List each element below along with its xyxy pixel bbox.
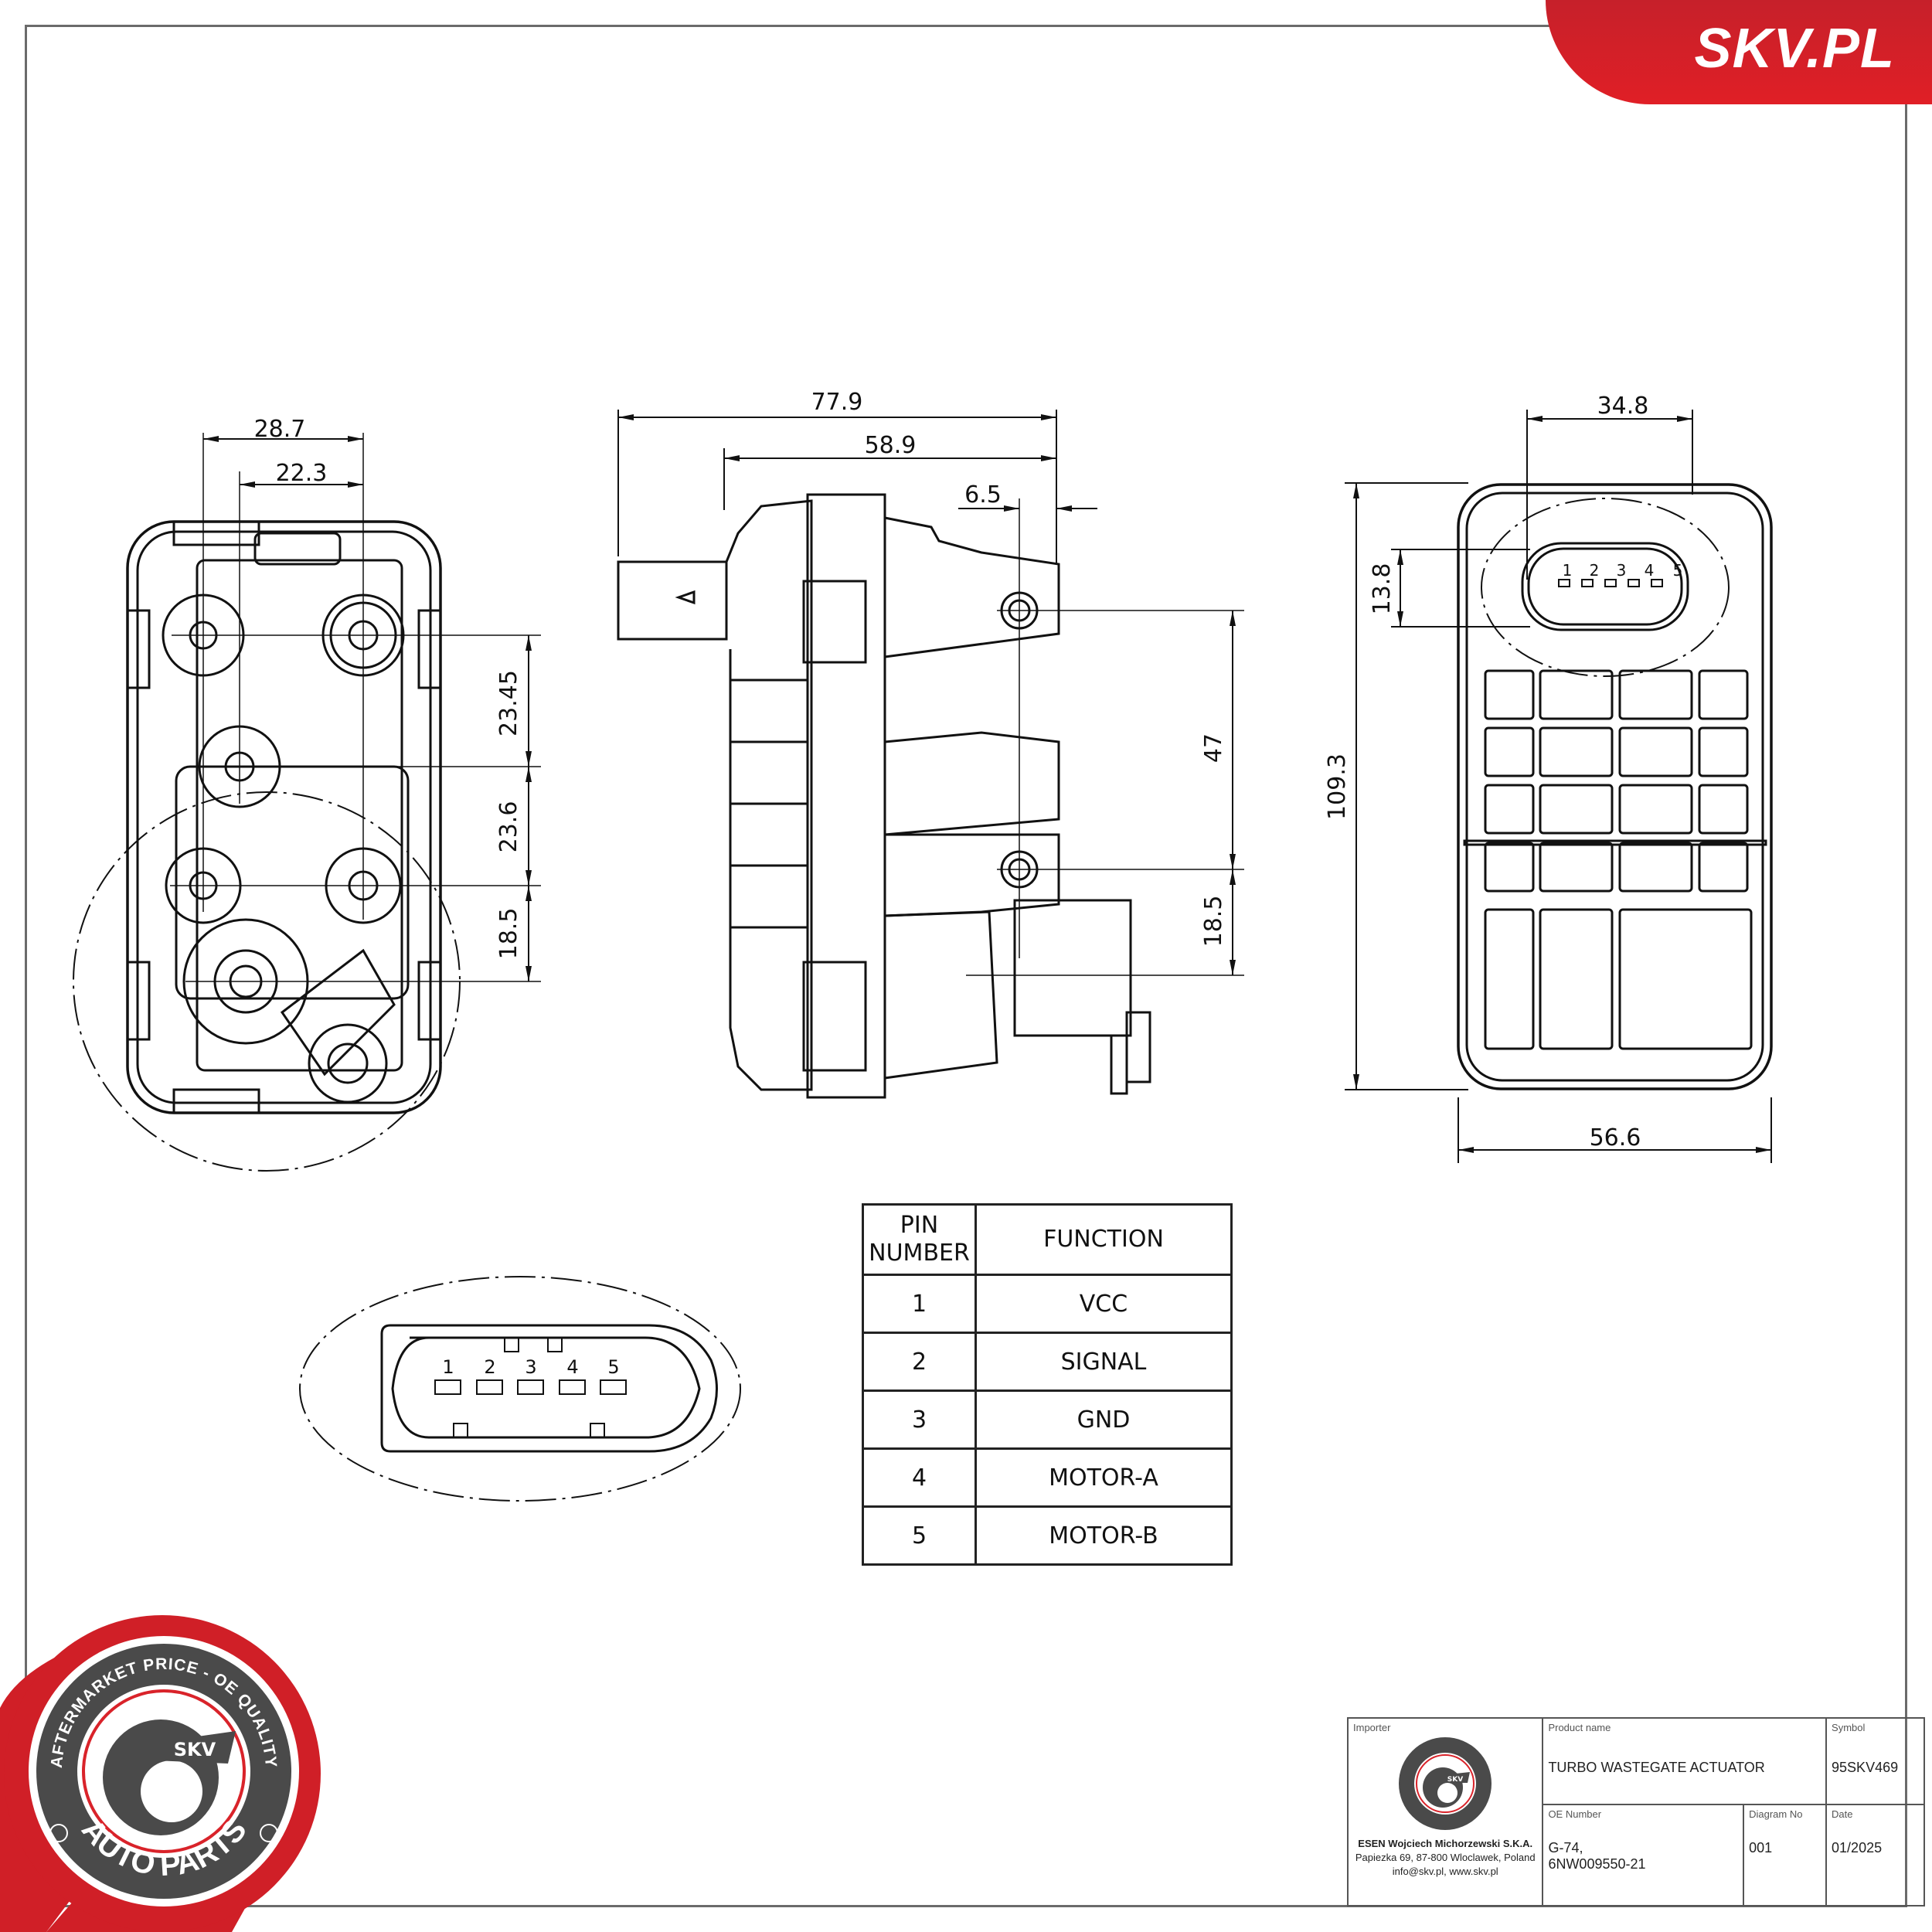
- pin-function: MOTOR-A: [975, 1447, 1233, 1508]
- svg-text:5: 5: [607, 1356, 619, 1378]
- skv-stamp-small: SKV: [1399, 1737, 1492, 1830]
- table-row: 5 MOTOR-B: [862, 1505, 1233, 1566]
- table-row: 1 VCC: [862, 1274, 1233, 1334]
- table-row: 3 GND: [862, 1389, 1233, 1450]
- importer-cell: Importer SKV ESEN Wojciech Michorzewski …: [1346, 1717, 1544, 1906]
- svg-text:2: 2: [484, 1356, 495, 1378]
- svg-text:SKV: SKV: [174, 1739, 216, 1760]
- pin-number: 2: [862, 1332, 977, 1392]
- table-row: 2 SIGNAL: [862, 1332, 1233, 1392]
- symbol-label: Symbol: [1832, 1722, 1866, 1733]
- dim-back-56-6: 56.6: [1590, 1124, 1641, 1151]
- pin-function-table: PIN NUMBER FUNCTION 1 VCC 2 SIGNAL 3 GND…: [862, 1203, 1233, 1566]
- svg-text:SKV: SKV: [1447, 1776, 1463, 1784]
- svg-text:5: 5: [1673, 561, 1683, 580]
- function-header: FUNCTION: [975, 1203, 1233, 1276]
- title-block: Importer SKV ESEN Wojciech Michorzewski …: [1346, 1716, 1925, 1906]
- diagram-no: 001: [1749, 1840, 1773, 1856]
- pin-function: VCC: [975, 1274, 1233, 1334]
- dim-side-77-9: 77.9: [811, 389, 863, 416]
- diagram-no-cell: Diagram No 001: [1743, 1804, 1828, 1906]
- dim-front-18-5: 18.5: [495, 908, 522, 960]
- svg-text:3: 3: [1617, 561, 1627, 580]
- pin-number-header: PIN NUMBER: [862, 1203, 977, 1276]
- dim-back-34-8: 34.8: [1597, 393, 1649, 420]
- product-name-label: Product name: [1548, 1722, 1611, 1733]
- dim-front-22-3: 22.3: [276, 460, 328, 487]
- date-cell: Date 01/2025: [1825, 1804, 1925, 1906]
- dim-front-23-6: 23.6: [495, 801, 522, 853]
- pin-number: 3: [862, 1389, 977, 1450]
- importer-address: Papiezka 69, 87-800 Wloclawek, Poland: [1355, 1852, 1536, 1863]
- oe-number: G-74, 6NW009550-21: [1548, 1840, 1646, 1872]
- dim-side-47: 47: [1200, 733, 1227, 763]
- pin-number: 4: [862, 1447, 977, 1508]
- svg-text:2: 2: [1590, 561, 1600, 580]
- side-view: [617, 493, 1244, 1099]
- dim-front-23-45: 23.45: [495, 670, 522, 736]
- importer-name: ESEN Wojciech Michorzewski S.K.A.: [1358, 1838, 1533, 1849]
- dim-back-109-3: 109.3: [1324, 753, 1351, 820]
- brand-tab: SKV.PL: [1546, 0, 1932, 104]
- importer-label: Importer: [1353, 1722, 1391, 1733]
- skv-stamp-large: SKV AFTERMARKET PRICE - OE QUALITY AUTO …: [0, 1615, 321, 1932]
- pin-function: SIGNAL: [975, 1332, 1233, 1392]
- oe-number-cell: OE Number G-74, 6NW009550-21: [1542, 1804, 1745, 1906]
- importer-contact: info@skv.pl, www.skv.pl: [1392, 1866, 1498, 1877]
- date-label: Date: [1832, 1808, 1853, 1821]
- date: 01/2025: [1832, 1840, 1883, 1856]
- connector-detail: [299, 1276, 741, 1502]
- pin-table-header: PIN NUMBER FUNCTION: [862, 1203, 1233, 1276]
- oe-number-label: OE Number: [1548, 1808, 1602, 1821]
- back-view: [1457, 483, 1773, 1090]
- table-row: 4 MOTOR-A: [862, 1447, 1233, 1508]
- front-view: [73, 433, 541, 1172]
- diagram-no-label: Diagram No: [1749, 1808, 1803, 1821]
- site-logo: SKV.PL: [1694, 18, 1895, 80]
- pin-function: MOTOR-B: [975, 1505, 1233, 1566]
- symbol-cell: Symbol 95SKV469: [1825, 1716, 1925, 1806]
- dim-side-6-5: 6.5: [964, 481, 1002, 509]
- pin-number: 1: [862, 1274, 977, 1334]
- importer-info: ESEN Wojciech Michorzewski S.K.A. Papiez…: [1353, 1837, 1537, 1879]
- svg-text:3: 3: [525, 1356, 536, 1378]
- product-name-cell: Product name TURBO WASTEGATE ACTUATOR: [1542, 1716, 1828, 1806]
- dim-side-18-5: 18.5: [1200, 896, 1227, 947]
- symbol: 95SKV469: [1832, 1760, 1899, 1775]
- pin-function: GND: [975, 1389, 1233, 1450]
- pin-number: 5: [862, 1505, 977, 1566]
- svg-text:1: 1: [1563, 561, 1573, 580]
- drawing-frame: [25, 25, 1907, 1907]
- dim-front-28-7: 28.7: [254, 416, 306, 443]
- dim-side-58-9: 58.9: [865, 432, 917, 459]
- svg-text:4: 4: [566, 1356, 578, 1378]
- product-name: TURBO WASTEGATE ACTUATOR: [1548, 1760, 1765, 1775]
- svg-text:4: 4: [1645, 561, 1655, 580]
- dim-back-13-8: 13.8: [1369, 563, 1396, 615]
- svg-text:1: 1: [442, 1356, 454, 1378]
